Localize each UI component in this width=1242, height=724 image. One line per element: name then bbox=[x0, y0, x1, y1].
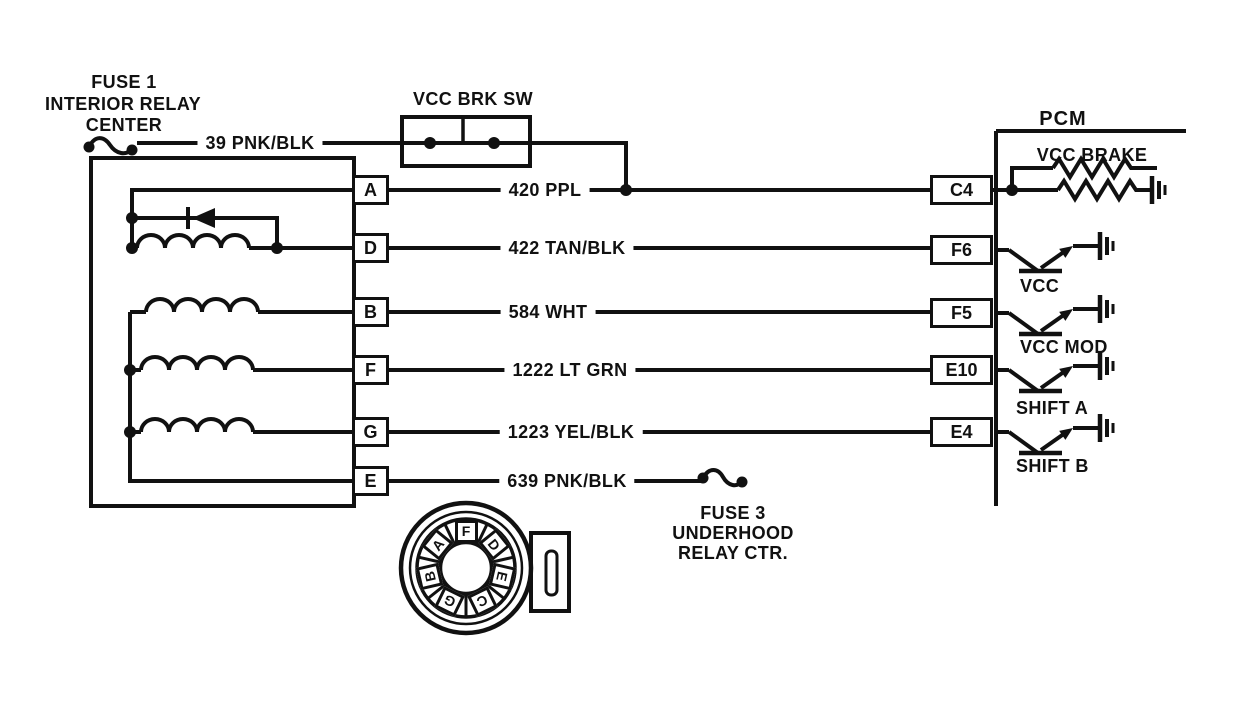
driver-label-shift-a: SHIFT A bbox=[1016, 398, 1089, 418]
pin-box-f: F bbox=[352, 355, 389, 385]
coil-icon-b bbox=[144, 297, 260, 313]
wire-label-1223-yel-blk: 1223 YEL/BLK bbox=[499, 422, 643, 442]
wire-label-422-tan-blk: 422 TAN/BLK bbox=[500, 238, 634, 258]
pin-box-e: E bbox=[352, 466, 389, 496]
pcm-pin-box-f5: F5 bbox=[930, 298, 993, 328]
brake-switch-icon bbox=[400, 115, 532, 168]
transistor-icon-vcc-mod bbox=[996, 295, 1115, 337]
pcm-pin-box-f6: F6 bbox=[930, 235, 993, 265]
connector-cavity-e: E bbox=[488, 562, 516, 590]
wire-label-584-wht: 584 WHT bbox=[500, 302, 596, 322]
coil-icon-d bbox=[135, 233, 251, 249]
fuse1-label-line3: CENTER bbox=[85, 115, 163, 135]
pcm-boundary bbox=[994, 129, 1186, 506]
pin-box-b: B bbox=[352, 297, 389, 327]
pcm-pin-box-c4: C4 bbox=[930, 175, 993, 205]
ground-icon bbox=[1149, 176, 1167, 204]
harness-wires bbox=[386, 188, 930, 483]
solenoid-internals bbox=[124, 188, 352, 483]
fuse1-label-line2: INTERIOR RELAY bbox=[45, 94, 201, 114]
coil-icon-g bbox=[139, 417, 255, 433]
wire-label-39-pnk-blk: 39 PNK/BLK bbox=[197, 133, 323, 153]
wire-label-420-ppl: 420 PPL bbox=[500, 180, 590, 200]
ground-rail-to-e bbox=[128, 312, 352, 483]
driver-label-vcc-mod: VCC MOD bbox=[1020, 337, 1108, 357]
pcm-pin-box-e10: E10 bbox=[930, 355, 993, 385]
connector-cavity-f: F bbox=[454, 519, 478, 543]
connector-tab-slot bbox=[544, 549, 559, 597]
fuse1-icon bbox=[83, 136, 138, 156]
fuse3-label-line2: UNDERHOOD bbox=[672, 523, 794, 543]
transistor-icon-vcc bbox=[996, 232, 1115, 274]
diode-icon bbox=[186, 207, 215, 229]
pcm-title: PCM bbox=[1039, 108, 1087, 130]
fuse1-label-line1: FUSE 1 bbox=[91, 72, 157, 92]
transistor-icon-shift-a bbox=[996, 352, 1115, 394]
connector-spokes bbox=[418, 524, 514, 616]
vcc-brake-label: VCC BRAKE bbox=[1036, 145, 1148, 165]
fuse3-label-line1: FUSE 3 bbox=[700, 503, 766, 523]
vcc-brake-circuit bbox=[993, 155, 1167, 204]
pcm-pin-box-e4: E4 bbox=[930, 417, 993, 447]
resistor-icon bbox=[1056, 177, 1150, 203]
transistor-icon-shift-b bbox=[996, 414, 1115, 456]
coil-icon-f bbox=[139, 355, 255, 371]
brake-switch-label: VCC BRK SW bbox=[413, 89, 533, 109]
resistor-icon bbox=[1051, 155, 1157, 181]
pin-box-a: A bbox=[352, 175, 389, 205]
driver-label-vcc: VCC bbox=[1020, 276, 1060, 296]
pin-box-d: D bbox=[352, 233, 389, 263]
wire-switch-to-junction bbox=[530, 141, 628, 190]
pin-box-g: G bbox=[352, 417, 389, 447]
fuse3-icon bbox=[697, 468, 748, 488]
transmission-box bbox=[89, 156, 356, 508]
wire-label-1222-lt-grn: 1222 LT GRN bbox=[504, 360, 636, 380]
fuse3-label-line3: RELAY CTR. bbox=[677, 543, 789, 563]
driver-label-shift-b: SHIFT B bbox=[1016, 456, 1089, 476]
wire-label-639-pnk-blk: 639 PNK/BLK bbox=[499, 471, 635, 491]
connector-tab bbox=[529, 531, 571, 613]
